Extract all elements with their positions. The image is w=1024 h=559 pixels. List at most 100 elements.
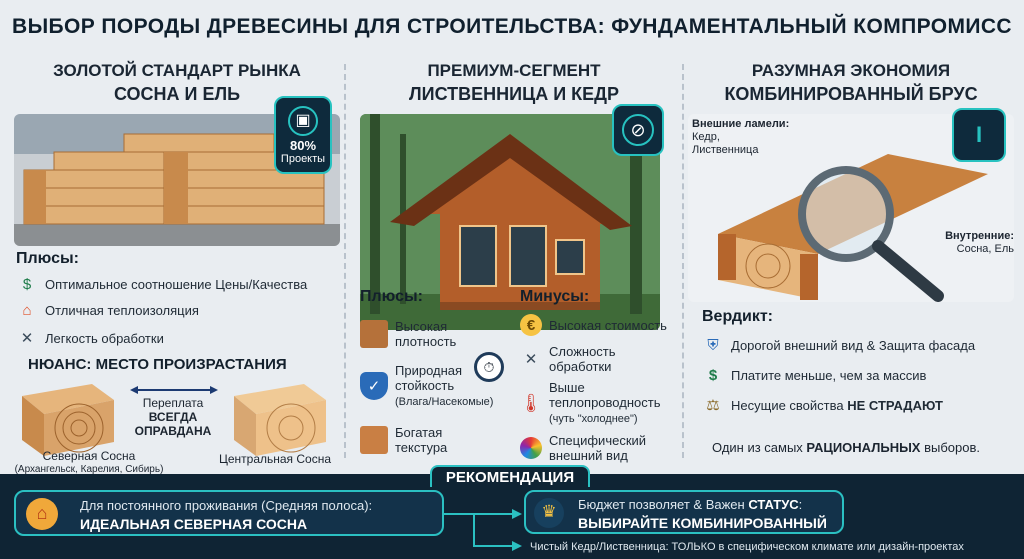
- column-pine-spruce: ЗОЛОТОЙ СТАНДАРТ РЫНКА СОСНА И ЕЛЬ ▣ 80%…: [14, 60, 342, 475]
- rich-texture-icon: [360, 426, 388, 454]
- column-larch-cedar: ПРЕМИУМ-СЕГМЕНТ ЛИСТВЕННИЦА И КЕДР ⊘ Плю…: [350, 60, 678, 468]
- combined-beam-illustration: [718, 154, 988, 302]
- house-image: [360, 114, 660, 330]
- verdict-title: Вердикт:: [702, 308, 773, 325]
- outer-lamellae-title: Внешние ламели:: [692, 118, 790, 130]
- projects-badge: ▣ 80% Проекты: [274, 96, 332, 174]
- overpay-line: ОПРАВДАНА: [134, 424, 212, 438]
- no-insects-icon: ⊘: [622, 114, 654, 146]
- recommendation-left-line1: Для постоянного проживания (Средняя поло…: [80, 498, 373, 513]
- overpay-line: ВСЕГДА: [148, 410, 198, 424]
- recommendation-right-line1: Бюджет позволяет & Важен СТАТУС:: [578, 497, 803, 512]
- page-title: ВЫБОР ПОРОДЫ ДРЕВЕСИНЫ ДЛЯ СТРОИТЕЛЬСТВА…: [12, 15, 1012, 38]
- col2-pros-title: Плюсы:: [360, 288, 424, 305]
- col2-heading: ПРЕМИУМ-СЕГМЕНТ: [427, 61, 601, 80]
- pros-item: ✕ Легкость обработки: [16, 324, 342, 352]
- recommendation-footnote: Чистый Кедр/Лиственница: ТОЛЬКО в специф…: [530, 541, 964, 553]
- house-fire-icon: ⌂: [22, 301, 32, 319]
- north-pine-caption: Северная Сосна (Архангельск, Карелия, Си…: [14, 450, 164, 476]
- money-hand-icon: $: [708, 366, 718, 384]
- i-beam-badge: I: [952, 108, 1006, 162]
- lumber-stack-illustration: [14, 114, 340, 246]
- pros-item: $ Оптимальное соотношение Цены/Качества: [16, 272, 342, 296]
- north-pine-label: Северная Сосна: [42, 449, 136, 463]
- pros-item-text: Легкость обработки: [45, 330, 164, 346]
- verdict-item-text: Дорогой внешний вид & Защита фасада: [731, 337, 976, 353]
- inner-core-caption: Внутренние: Сосна, Ель: [928, 230, 1014, 256]
- outer-lamellae-caption: Внешние ламели: Кедр, Лиственница: [692, 118, 789, 157]
- inner-core-text: Сосна, Ель: [956, 243, 1014, 255]
- recommendation-right: ♛ Бюджет позволяет & Важен СТАТУС: ВЫБИР…: [524, 490, 844, 534]
- wood-texture-icon: [360, 320, 388, 348]
- outer-lamellae-text: Кедр,: [692, 131, 720, 143]
- overpay-note: Переплата ВСЕГДА ОПРАВДАНА: [130, 396, 216, 438]
- verdict-item-text: Несущие свойства НЕ СТРАДАЮТ: [731, 397, 943, 413]
- verdict-item: $ Платите меньше, чем за массив: [702, 360, 1012, 390]
- combined-beam-image: [688, 114, 1014, 302]
- verdict-item: ⛨ Дорогой внешний вид & Защита фасада: [702, 330, 1012, 360]
- outer-lamellae-text: Лиственница: [692, 144, 759, 156]
- recommendation-title: РЕКОМЕНДАЦИЯ: [430, 465, 590, 487]
- shield-facade-icon: ⛨: [707, 336, 719, 354]
- i-beam-icon: I: [975, 122, 983, 147]
- verdict-list: ⛨ Дорогой внешний вид & Защита фасада $ …: [702, 330, 1012, 420]
- thermometer-icon: 🌡: [519, 392, 543, 413]
- no-sign-badge: ⊘: [612, 104, 664, 156]
- verdict-item: ⚖ Несущие свойства НЕ СТРАДАЮТ: [702, 390, 1012, 420]
- col2-cons-title: Минусы:: [520, 288, 590, 305]
- north-pine-regions: (Архангельск, Карелия, Сибирь): [14, 464, 164, 475]
- badge-value: 80%: [289, 138, 317, 153]
- recommendation-left: ⌂ Для постоянного проживания (Средняя по…: [14, 490, 444, 536]
- column-combined-beam: РАЗУМНАЯ ЭКОНОМИЯ КОМБИНИРОВАННЫЙ БРУС В…: [688, 60, 1014, 468]
- col1-heading: ЗОЛОТОЙ СТАНДАРТ РЫНКА: [53, 61, 301, 80]
- pine-comparison-illustration: [22, 384, 326, 456]
- euro-coin-icon: €: [520, 314, 542, 336]
- crown-icon: ♛: [534, 498, 564, 528]
- col1-pros-title: Плюсы:: [16, 250, 80, 267]
- col3-subheading: КОМБИНИРОВАННЫЙ БРУС: [724, 84, 978, 104]
- shield-check-icon: ✓: [360, 372, 388, 400]
- column-divider: [344, 64, 346, 458]
- color-wheel-icon: [520, 437, 542, 459]
- overpay-line: Переплата: [142, 396, 204, 410]
- col2-subheading: ЛИСТВЕННИЦА И КЕДР: [409, 84, 619, 104]
- pros-item-text: Отличная теплоизоляция: [45, 302, 199, 318]
- recommendation-arrows: [444, 509, 522, 551]
- verdict-item-text: Платите меньше, чем за массив: [731, 367, 927, 383]
- cons-item-text: Высокая стоимость: [549, 317, 667, 333]
- scales-icon: ⚖: [706, 396, 720, 414]
- nuance-title: НЮАНС: МЕСТО ПРОИЗРАСТАНИЯ: [28, 356, 287, 373]
- wooden-house-illustration: [360, 114, 660, 330]
- cons-item: € Высокая стоимость: [520, 310, 678, 340]
- stopwatch-icon: ⏱: [474, 352, 504, 382]
- inner-core-title: Внутренние:: [945, 230, 1014, 242]
- pros-item: ⌂ Отличная теплоизоляция: [16, 296, 342, 324]
- tools-icon: ✕: [524, 350, 538, 368]
- house-fire-icon: ⌂: [26, 498, 58, 530]
- badge-label: Проекты: [280, 153, 326, 165]
- col3-heading: РАЗУМНАЯ ЭКОНОМИЯ: [751, 61, 951, 80]
- tools-icon: ✕: [20, 329, 34, 347]
- col1-subheading: СОСНА И ЕЛЬ: [113, 84, 241, 104]
- money-hand-icon: $: [22, 275, 32, 293]
- recommendation-right-line2: ВЫБИРАЙТЕ КОМБИНИРОВАННЫЙ: [578, 515, 827, 531]
- verdict-summary: Один из самых РАЦИОНАЛЬНЫХ выборов.: [712, 440, 980, 455]
- central-pine-label: Центральная Сосна: [218, 452, 332, 466]
- box-icon: ▣: [288, 106, 318, 136]
- pros-item-text: Оптимальное соотношение Цены/Качества: [45, 276, 308, 292]
- column-divider: [682, 64, 684, 458]
